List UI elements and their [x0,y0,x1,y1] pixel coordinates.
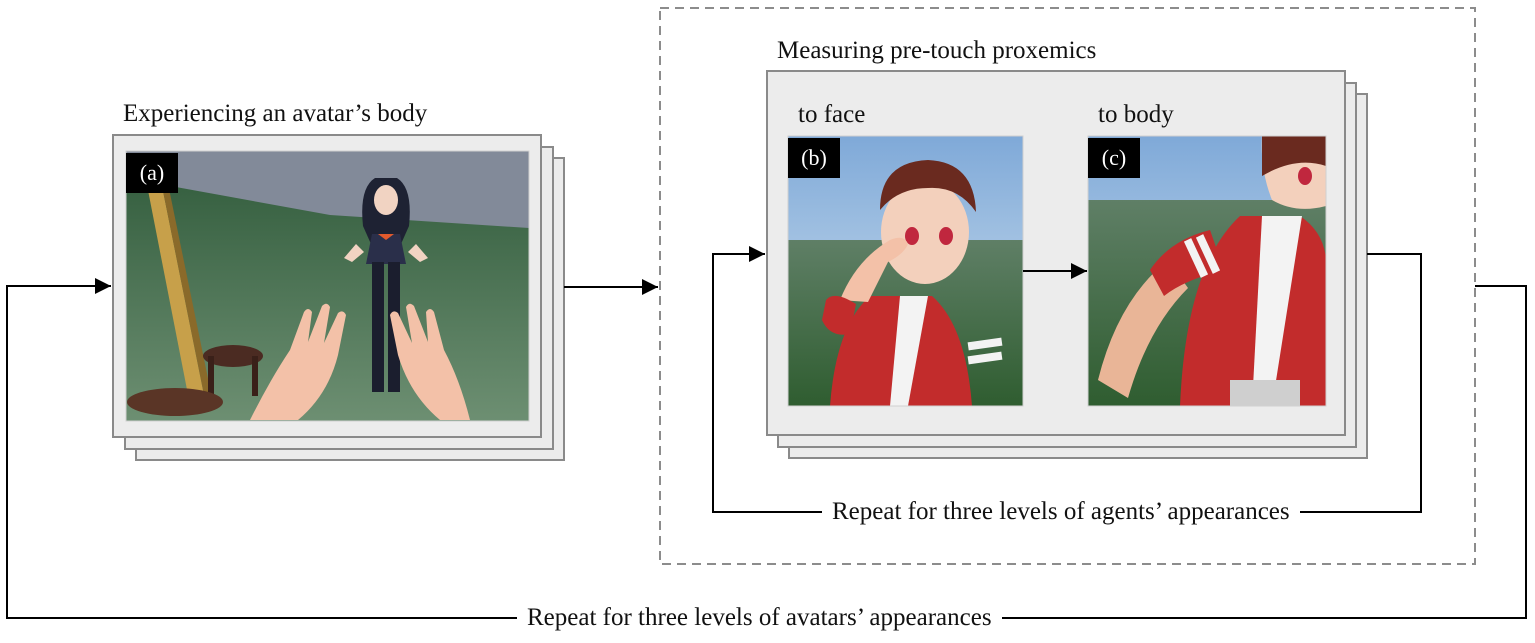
first-person-avatar-view-icon [126,151,529,421]
sub2-label: to body [1098,100,1174,130]
image-c-tag: (c) [1088,138,1140,178]
image-c-frame [1087,135,1327,407]
outer-loop-label: Repeat for three levels of avatars’ appe… [517,603,1002,633]
agent-body-approach-icon [1088,136,1327,406]
image-a-tag: (a) [126,153,178,193]
image-b-tag: (b) [788,138,840,178]
measurement-stage-frame [659,7,1476,565]
sub1-label: to face [798,100,866,130]
image-a-frame [125,150,530,422]
inner-loop-label: Repeat for three levels of agents’ appea… [822,497,1300,527]
agent-face-approach-icon [788,136,1023,406]
stage2-title: Measuring pre-touch proxemics [777,36,1097,66]
stage1-title: Experiencing an avatar’s body [123,100,428,127]
